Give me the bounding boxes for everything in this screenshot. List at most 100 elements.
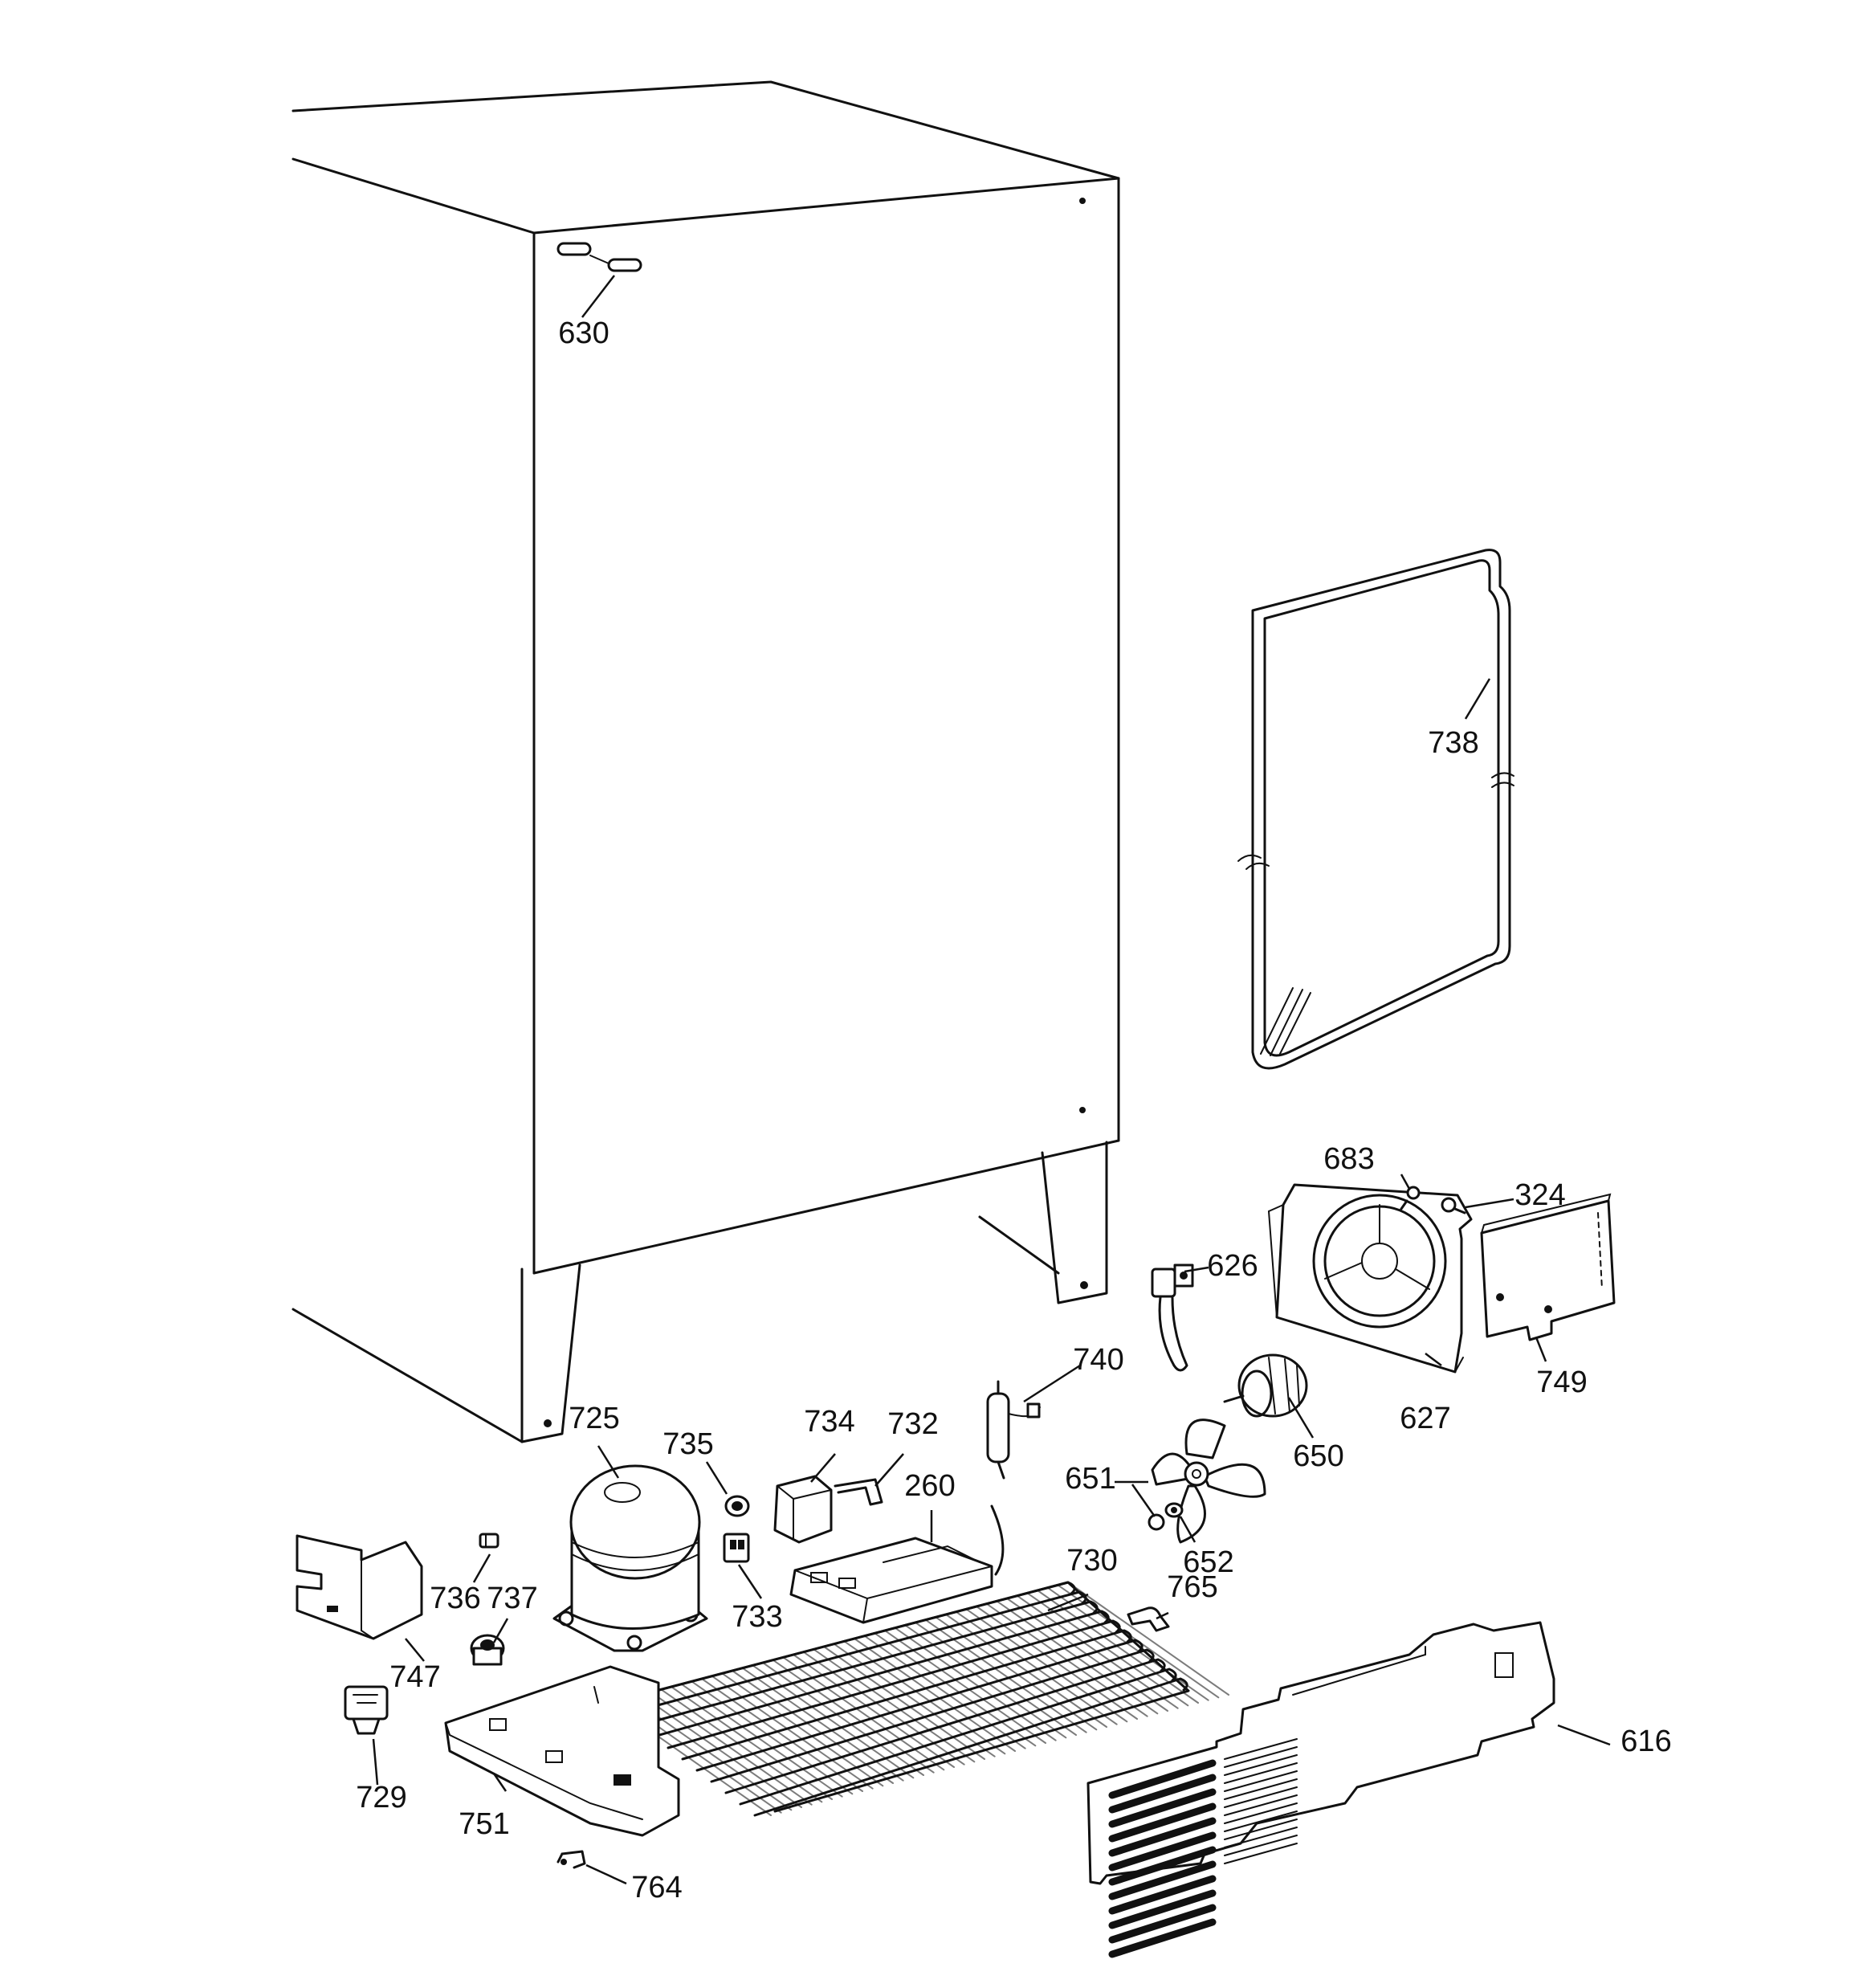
- coil-fin: [1016, 1594, 1179, 1709]
- coil-fin: [1006, 1598, 1168, 1712]
- grille-vent: [1224, 1746, 1298, 1768]
- coil-tube: [724, 1658, 1166, 1794]
- coil-fin: [701, 1678, 863, 1792]
- label-734: 734: [804, 1405, 854, 1439]
- coil-fin: [894, 1627, 1057, 1741]
- grille-slot: [1108, 1802, 1217, 1843]
- coil-fin: [772, 1659, 935, 1774]
- grille-vent: [1224, 1819, 1298, 1840]
- access-cover: [1480, 1193, 1616, 1341]
- coil-fin: [813, 1648, 976, 1763]
- coil-fin: [965, 1608, 1128, 1723]
- grille-vent: [1224, 1802, 1298, 1824]
- coil-fin: [711, 1675, 874, 1790]
- label-650: 650: [1293, 1439, 1343, 1473]
- coil-fin: [985, 1602, 1148, 1717]
- cabinet-right-leg: [978, 1141, 1108, 1304]
- label-630: 630: [558, 316, 609, 350]
- coil-fin: [1026, 1592, 1189, 1707]
- relay-733: [723, 1533, 750, 1563]
- coil-fin: [721, 1672, 884, 1787]
- label-733: 733: [732, 1600, 782, 1634]
- grille-vent: [1224, 1827, 1298, 1848]
- screw-683: [1400, 1186, 1421, 1210]
- coil-fin: [874, 1632, 1037, 1747]
- coil-fin: [660, 1688, 823, 1803]
- coil-fin: [1037, 1590, 1199, 1704]
- coil-fin: [762, 1662, 924, 1776]
- grille-slot: [1108, 1904, 1217, 1944]
- coil-fin: [924, 1619, 1087, 1733]
- grille-vent: [1224, 1754, 1298, 1776]
- bracket-747: [296, 1534, 423, 1640]
- label-732: 732: [887, 1407, 938, 1441]
- coil-fin: [863, 1635, 1026, 1749]
- label-725: 725: [569, 1402, 619, 1435]
- coil-fin: [955, 1610, 1118, 1725]
- grille-vent: [1224, 1786, 1298, 1808]
- coil-fin: [1067, 1582, 1229, 1696]
- label-324: 324: [1514, 1178, 1565, 1212]
- clip-764: [556, 1850, 586, 1869]
- label-737: 737: [487, 1582, 537, 1615]
- coil-fin: [843, 1640, 1006, 1755]
- coil-fin: [802, 1651, 965, 1766]
- dryer: [986, 1380, 1041, 1480]
- grille-vent: [1224, 1843, 1298, 1864]
- coil-fin: [1046, 1586, 1209, 1701]
- coil-fin: [915, 1622, 1077, 1736]
- capacitor-plug: [1151, 1263, 1194, 1372]
- grille-slot: [1108, 1918, 1217, 1958]
- coil-fin: [671, 1686, 833, 1800]
- coil-fin: [976, 1606, 1138, 1720]
- condenser-base: [444, 1665, 680, 1837]
- grille-slot: [1108, 1889, 1217, 1929]
- label-736: 736: [430, 1582, 480, 1615]
- label-627: 627: [1400, 1402, 1450, 1435]
- label-764: 764: [631, 1871, 682, 1904]
- label-652: 652: [1183, 1545, 1233, 1579]
- condenser-fan-shroud: [1267, 1183, 1473, 1374]
- compressor: [552, 1464, 708, 1652]
- coil-fin: [793, 1654, 955, 1768]
- nut-651: [1148, 1513, 1165, 1531]
- grommet-737: [470, 1634, 505, 1666]
- cabinet: [291, 80, 1120, 1275]
- label-729: 729: [356, 1781, 406, 1815]
- drain-pan: [789, 1537, 993, 1624]
- part-labels: 630 738 683 324 626 627 749 740 650 725 …: [356, 316, 1671, 1904]
- coil-fin: [741, 1667, 904, 1782]
- grille-vent: [1224, 1794, 1298, 1816]
- coil-fin: [884, 1630, 1046, 1744]
- washer-652: [1164, 1502, 1184, 1518]
- grille-vent: [1224, 1770, 1298, 1792]
- label-616: 616: [1620, 1725, 1671, 1758]
- label-749: 749: [1536, 1365, 1587, 1399]
- coil-fin: [935, 1616, 1098, 1731]
- cabinet-hole-plugs: [556, 242, 642, 272]
- grille-vent: [1224, 1810, 1298, 1832]
- coil-fin: [650, 1691, 813, 1806]
- coil-fin: [1057, 1584, 1220, 1699]
- grille-slot: [1108, 1831, 1217, 1872]
- coil-fin: [823, 1646, 985, 1760]
- grille-vent: [1224, 1738, 1298, 1760]
- label-735: 735: [662, 1427, 713, 1461]
- clip-765: [1127, 1606, 1170, 1632]
- label-747: 747: [389, 1660, 440, 1694]
- coil-fin: [945, 1614, 1107, 1728]
- grille-vent: [1224, 1778, 1298, 1800]
- coil-fin: [680, 1683, 843, 1798]
- coil-fin: [833, 1643, 996, 1757]
- coil-fin: [854, 1638, 1016, 1752]
- cover-734: [773, 1475, 833, 1544]
- coil-fin: [732, 1670, 894, 1784]
- label-751: 751: [459, 1807, 509, 1841]
- clip-732: [834, 1478, 883, 1506]
- grille-slot: [1108, 1846, 1217, 1886]
- coil-fin: [691, 1680, 854, 1795]
- grille-slot: [1108, 1759, 1217, 1799]
- screw-324: [1441, 1197, 1466, 1214]
- overload-729: [344, 1685, 389, 1735]
- grille-slot: [1108, 1875, 1217, 1915]
